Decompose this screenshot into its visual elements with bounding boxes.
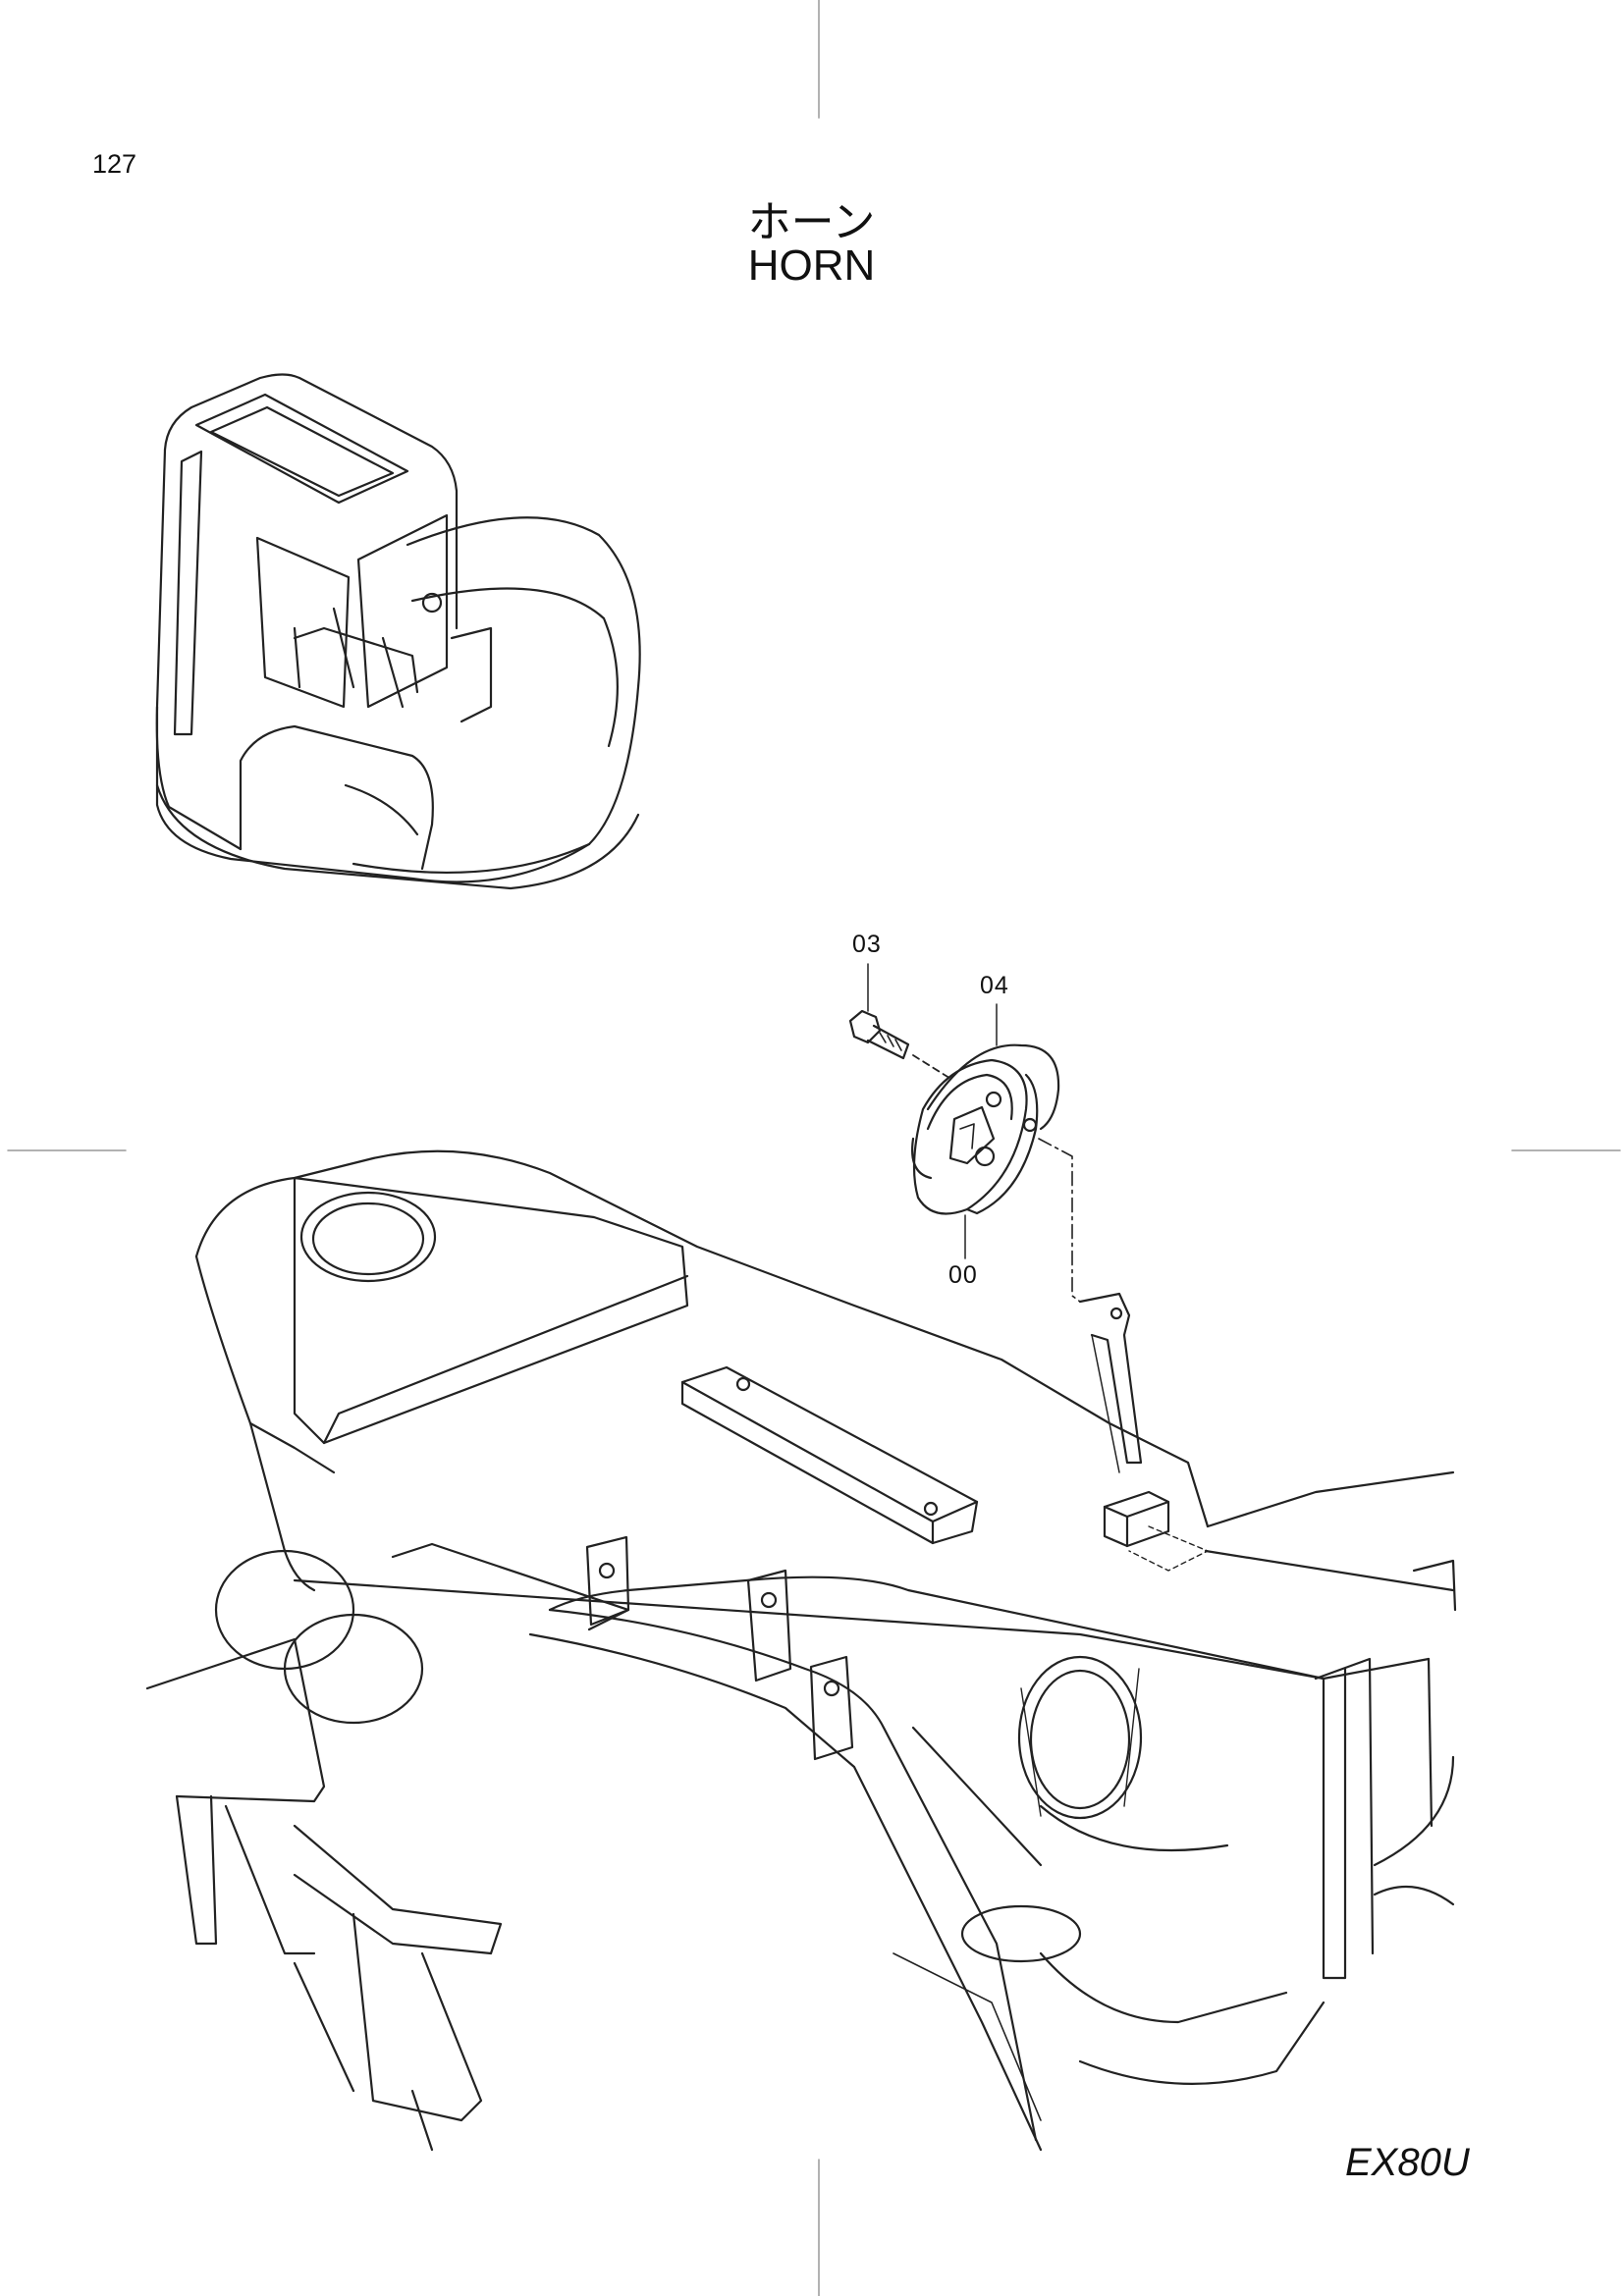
excavator-overview — [155, 373, 641, 890]
page-title-japanese: ホーン — [747, 197, 876, 247]
page-title-english: HORN — [747, 241, 876, 290]
clip-ring — [926, 1043, 1060, 1131]
revolving-frame — [145, 1149, 1457, 2152]
model-label: EX80U — [1345, 2141, 1470, 2184]
horn-assembly — [848, 963, 1209, 1572]
bolt — [848, 1009, 882, 1044]
callout-clip: 04 — [980, 972, 1009, 999]
callout-bolt: 03 — [852, 931, 882, 958]
page-number: 127 — [92, 149, 137, 179]
horn-bracket — [1078, 1292, 1143, 1465]
registration-marks — [7, 0, 1621, 2296]
callout-horn: 00 — [948, 1261, 978, 1289]
horn-body — [912, 1058, 1028, 1215]
